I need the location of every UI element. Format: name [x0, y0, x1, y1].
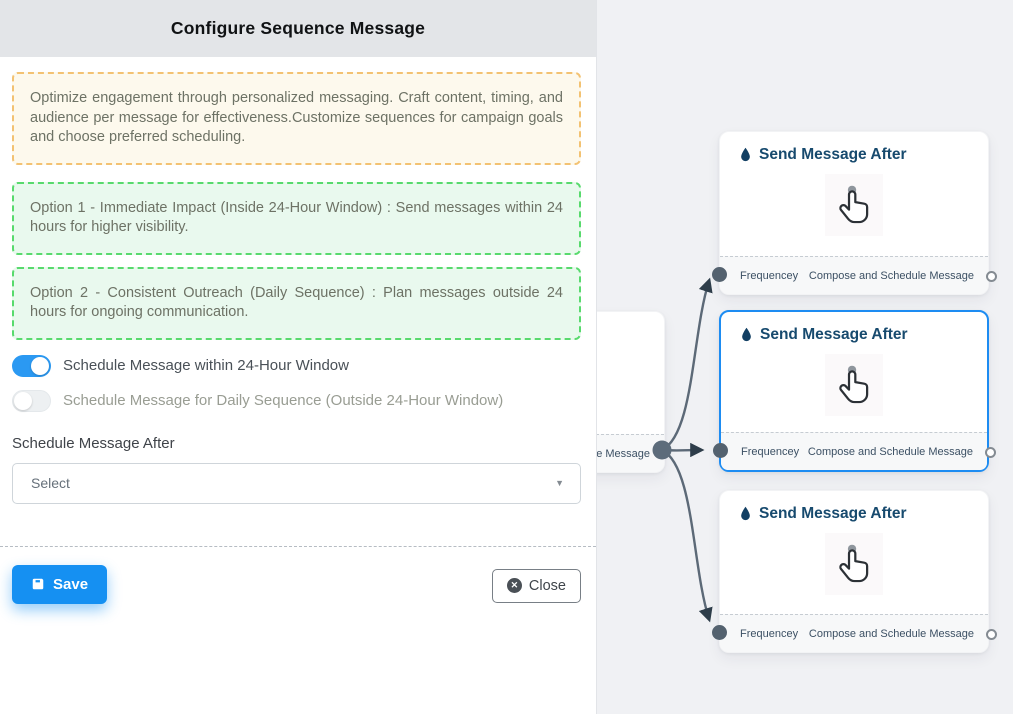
node-tab-compose[interactable]: Compose and Schedule Message	[808, 627, 974, 640]
option1-info-box: Option 1 - Immediate Impact (Inside 24-H…	[12, 181, 581, 255]
droplet-icon	[742, 327, 751, 342]
droplet-icon	[741, 147, 750, 162]
node-input-handle[interactable]	[713, 443, 728, 458]
tap-hand-icon[interactable]	[825, 533, 883, 595]
action-buttons-row: Save ✕ Close	[12, 564, 581, 604]
node-input-handle[interactable]	[712, 625, 727, 640]
node-tab-compose[interactable]: Compose and Schedule Message	[807, 445, 973, 458]
node-tab-compose[interactable]: Compose and Schedule Message	[808, 269, 974, 282]
chevron-down-icon: ▼	[555, 478, 564, 488]
option2-info-box: Option 2 - Consistent Outreach (Daily Se…	[12, 266, 581, 340]
node-title: Send Message After	[759, 146, 907, 163]
option2-text: Option 2 - Consistent Outreach (Daily Se…	[30, 284, 563, 321]
toggle-24h-window[interactable]	[12, 354, 51, 377]
footer-divider	[0, 545, 596, 547]
close-button-label: Close	[528, 577, 566, 594]
option1-text: Option 1 - Immediate Impact (Inside 24-H…	[30, 199, 563, 236]
panel-title: Configure Sequence Message	[170, 18, 426, 38]
flow-node-send-message-1[interactable]: Send Message After Frequencey Compose an…	[712, 131, 997, 295]
save-floppy-icon	[32, 578, 44, 590]
toggle-row-daily: Schedule Message for Daily Sequence (Out…	[12, 389, 581, 412]
flow-node-send-message-3[interactable]: Send Message After Frequencey Compose an…	[712, 490, 997, 653]
close-circle-icon: ✕	[506, 578, 522, 593]
intro-info-box: Optimize engagement through personalized…	[12, 72, 581, 165]
tap-hand-icon[interactable]	[825, 354, 883, 416]
node-output-handle[interactable]	[985, 447, 996, 458]
droplet-icon	[741, 506, 750, 521]
node-output-handle[interactable]	[986, 271, 997, 282]
toggle-daily-label: Schedule Message for Daily Sequence (Out…	[63, 392, 504, 409]
save-button-label: Save	[53, 575, 89, 593]
toggle-knob	[31, 356, 49, 375]
schedule-after-select[interactable]: Select ▼	[12, 462, 581, 504]
toggle-24h-label: Schedule Message within 24-Hour Window	[63, 357, 349, 374]
node-footer-right-label[interactable]: ce Message	[590, 447, 650, 460]
save-button[interactable]: Save	[12, 564, 108, 604]
node-tab-frequency[interactable]: Frequencey	[741, 445, 800, 458]
node-input-handle[interactable]	[712, 267, 727, 282]
node-title: Send Message After	[760, 326, 908, 343]
close-button[interactable]: ✕ Close	[491, 568, 581, 603]
schedule-after-label: Schedule Message After	[12, 434, 175, 452]
toggle-knob	[14, 392, 32, 410]
tap-hand-icon[interactable]	[825, 174, 883, 236]
node-title: Send Message After	[759, 505, 907, 522]
configure-sequence-panel: Configure Sequence Message Optimize enga…	[0, 0, 597, 714]
node-tab-frequency[interactable]: Frequencey	[740, 269, 799, 282]
node-output-handle[interactable]	[986, 629, 997, 640]
node-tab-frequency[interactable]: Frequencey	[740, 627, 799, 640]
intro-text: Optimize engagement through personalized…	[30, 90, 563, 145]
flow-node-send-message-2[interactable]: Send Message After Frequencey Compose an…	[713, 310, 996, 472]
select-value: Select	[31, 475, 70, 491]
toggle-daily-sequence[interactable]	[12, 389, 51, 412]
panel-header: Configure Sequence Message	[0, 0, 596, 57]
toggle-row-24h: Schedule Message within 24-Hour Window	[12, 354, 581, 377]
